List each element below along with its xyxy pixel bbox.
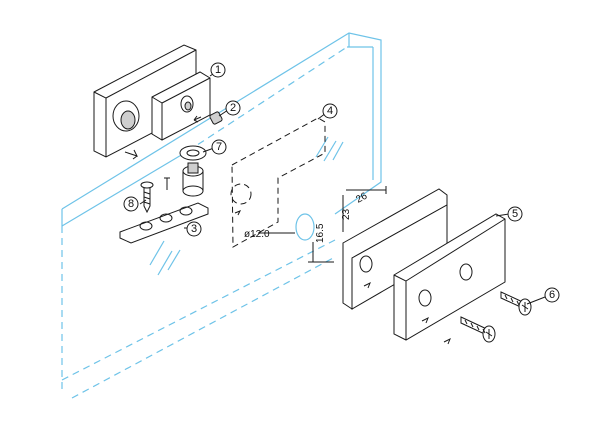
part-8-screw xyxy=(140,181,154,214)
svg-text:2: 2 xyxy=(230,102,236,114)
svg-text:7: 7 xyxy=(216,141,222,153)
callout-8: 8 xyxy=(123,196,139,212)
dimension-hole-diameter: ø12.0 xyxy=(244,229,270,240)
small-screw xyxy=(164,177,170,190)
part-1-top-pivot-block xyxy=(93,44,211,160)
glass-panel xyxy=(61,32,382,399)
svg-text:4: 4 xyxy=(327,105,333,117)
part-7-washer xyxy=(179,145,207,161)
svg-text:5: 5 xyxy=(512,208,518,220)
callout-7: 7 xyxy=(211,139,227,155)
dimension-lines xyxy=(308,186,387,263)
callout-4: 4 xyxy=(322,103,338,119)
svg-text:1: 1 xyxy=(215,64,221,76)
part-4-hidden-plate xyxy=(230,117,326,248)
svg-text:8: 8 xyxy=(128,198,134,210)
svg-text:6: 6 xyxy=(549,289,555,301)
callout-6: 6 xyxy=(544,287,560,303)
part-5-clamp-plates xyxy=(342,188,506,341)
glass-reflection xyxy=(149,136,344,276)
glass-hole xyxy=(258,213,315,241)
callout-2: 2 xyxy=(225,100,241,116)
dimension-offset-b: 26 xyxy=(354,191,369,206)
svg-text:3: 3 xyxy=(191,223,197,235)
callout-3: 3 xyxy=(186,221,202,237)
callout-5: 5 xyxy=(507,206,523,222)
part-3-bottom-plate xyxy=(119,202,209,244)
dimension-depth-a: 16.5 xyxy=(315,223,326,243)
callout-1: 1 xyxy=(210,62,226,78)
part-6-screws xyxy=(443,291,532,345)
pivot-pin xyxy=(182,162,204,197)
dimension-offset-a: 23 xyxy=(341,208,352,220)
